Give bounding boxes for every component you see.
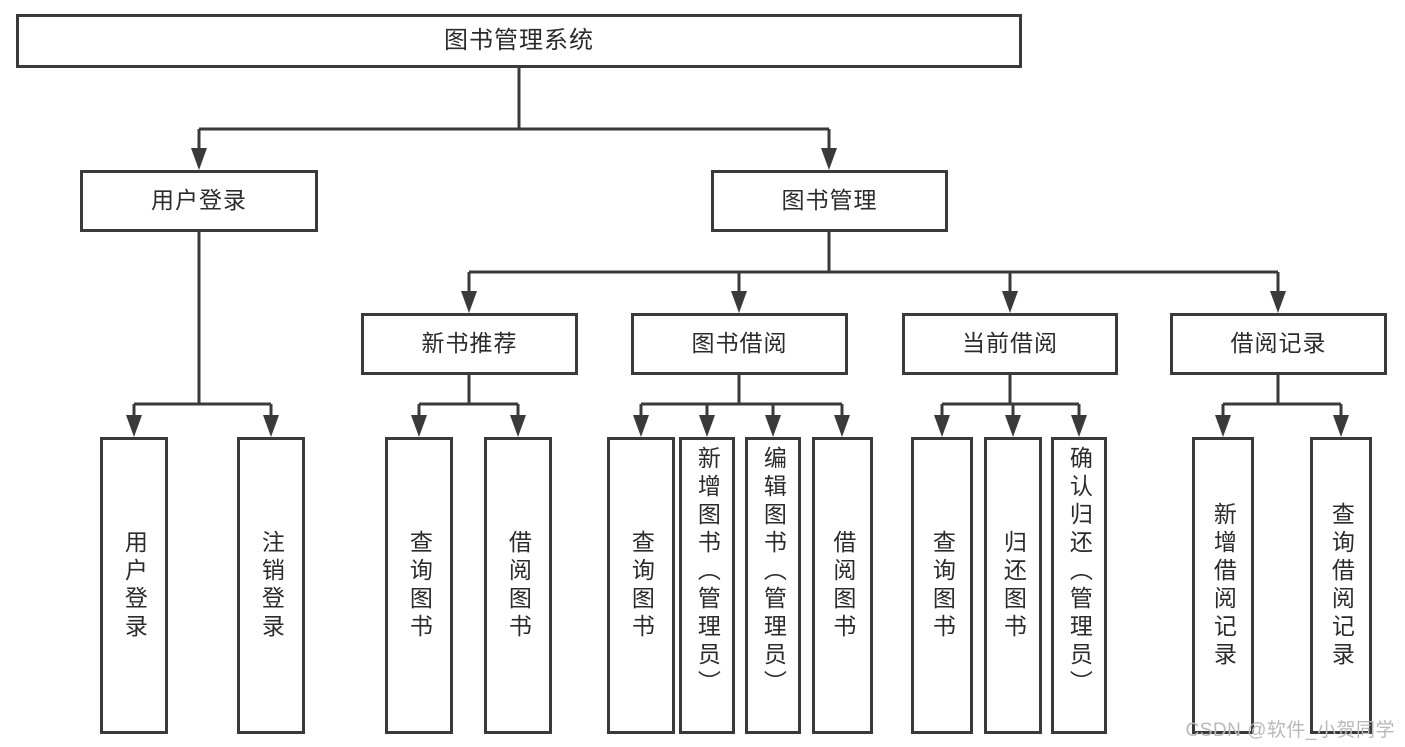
node-current-borrow-label: 当前借阅 bbox=[962, 330, 1058, 357]
leaf-query-record[interactable]: 查询借阅记录 bbox=[1310, 437, 1372, 734]
leaf-add-record-label: 新增借阅记录 bbox=[1210, 501, 1237, 670]
leaf-return-book[interactable]: 归还图书 bbox=[984, 437, 1042, 734]
node-new-book-recommend[interactable]: 新书推荐 bbox=[361, 313, 578, 375]
node-book-borrow-label: 图书借阅 bbox=[691, 330, 788, 357]
leaf-confirm-return-label: 确认归还（管理员） bbox=[1066, 446, 1093, 698]
watermark: CSDN @软件_小贺同学 bbox=[1185, 720, 1395, 741]
leaf-confirm-return[interactable]: 确认归还（管理员） bbox=[1051, 437, 1107, 734]
leaf-query-book-3-label: 查询图书 bbox=[929, 529, 956, 642]
node-user-login[interactable]: 用户登录 bbox=[80, 170, 318, 232]
leaf-query-book-3[interactable]: 查询图书 bbox=[911, 437, 973, 734]
node-borrow-record[interactable]: 借阅记录 bbox=[1170, 313, 1387, 375]
leaf-user-login-label: 用户登录 bbox=[121, 529, 148, 642]
node-book-manage-label: 图书管理 bbox=[781, 187, 878, 214]
leaf-query-book-1[interactable]: 查询图书 bbox=[385, 437, 453, 734]
leaf-add-book[interactable]: 新增图书（管理员） bbox=[679, 437, 735, 734]
node-borrow-record-label: 借阅记录 bbox=[1230, 330, 1327, 357]
node-book-manage[interactable]: 图书管理 bbox=[711, 170, 948, 232]
node-root[interactable]: 图书管理系统 bbox=[16, 14, 1022, 68]
leaf-borrow-book-1[interactable]: 借阅图书 bbox=[484, 437, 552, 734]
node-new-book-recommend-label: 新书推荐 bbox=[421, 330, 518, 357]
leaf-logout-label: 注销登录 bbox=[258, 529, 285, 642]
node-book-borrow[interactable]: 图书借阅 bbox=[631, 313, 848, 375]
leaf-edit-book-label: 编辑图书（管理员） bbox=[760, 446, 787, 698]
leaf-user-login[interactable]: 用户登录 bbox=[100, 437, 168, 734]
leaf-borrow-book-2[interactable]: 借阅图书 bbox=[812, 437, 873, 734]
leaf-return-book-label: 归还图书 bbox=[1000, 529, 1027, 642]
leaf-borrow-book-1-label: 借阅图书 bbox=[505, 529, 532, 642]
leaf-borrow-book-2-label: 借阅图书 bbox=[829, 529, 856, 642]
node-user-login-label: 用户登录 bbox=[151, 187, 247, 214]
node-current-borrow[interactable]: 当前借阅 bbox=[902, 313, 1118, 375]
leaf-query-book-2[interactable]: 查询图书 bbox=[607, 437, 675, 734]
leaf-logout[interactable]: 注销登录 bbox=[237, 437, 305, 734]
leaf-query-record-label: 查询借阅记录 bbox=[1328, 501, 1355, 670]
leaf-edit-book[interactable]: 编辑图书（管理员） bbox=[745, 437, 801, 734]
leaf-query-book-2-label: 查询图书 bbox=[628, 529, 655, 642]
leaf-query-book-1-label: 查询图书 bbox=[406, 529, 433, 642]
leaf-add-record[interactable]: 新增借阅记录 bbox=[1192, 437, 1254, 734]
leaf-add-book-label: 新增图书（管理员） bbox=[694, 446, 721, 698]
node-root-label: 图书管理系统 bbox=[444, 26, 594, 54]
